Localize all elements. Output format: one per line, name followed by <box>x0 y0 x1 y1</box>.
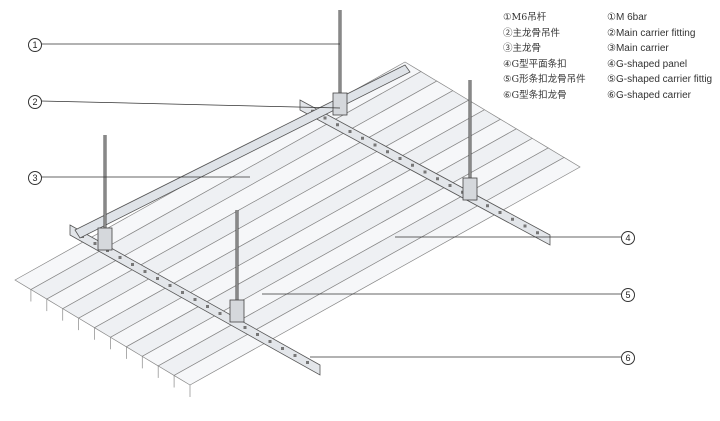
legend-english: ①M 6bar ②Main carrier fitting ③Main carr… <box>607 10 712 104</box>
carrier-slot <box>256 333 259 336</box>
carrier-slot <box>373 143 377 147</box>
legend-chinese: ①M6吊杆 ②主龙骨吊件 ③主龙骨 ④G型平面条扣 ⑤G形条扣龙骨吊件 ⑥G型条… <box>503 10 586 104</box>
main-carrier <box>74 64 411 239</box>
carrier-slot <box>131 263 134 266</box>
carrier-slot <box>348 130 352 133</box>
carrier-fitting <box>462 177 478 201</box>
callout-4: 4 <box>621 231 635 245</box>
legend-item: ①M 6bar <box>607 12 648 23</box>
carrier-slot <box>243 326 247 329</box>
legend-item: ②主龙骨吊件 <box>503 27 561 39</box>
callout-1: 1 <box>28 38 42 52</box>
carrier-slot <box>281 347 284 350</box>
carrier-slot <box>448 184 452 187</box>
carrier-slot <box>436 177 439 181</box>
carrier-slot <box>461 190 464 194</box>
g-shaped-panels <box>14 61 581 397</box>
carrier-slot <box>486 204 489 208</box>
legend-item: ④G型平面条扣 <box>503 58 567 70</box>
legend-item: ①M6吊杆 <box>503 12 547 23</box>
carrier-slot <box>218 312 222 315</box>
carrier-slot <box>181 291 184 294</box>
legend-item: ④G-shaped panel <box>607 58 688 70</box>
callout-5: 5 <box>621 288 635 302</box>
carrier-slot <box>511 217 514 221</box>
m6-rods <box>97 10 478 323</box>
carrier-slot <box>398 157 402 160</box>
carrier-slot <box>193 298 197 301</box>
carrier-slot <box>143 270 147 273</box>
carrier-slot <box>168 284 172 287</box>
legend-item: ③主龙骨 <box>503 43 542 55</box>
carrier-slot <box>306 361 309 364</box>
carrier-slot <box>206 305 209 308</box>
leader-line <box>40 100 341 109</box>
panel-strip <box>173 157 581 386</box>
carrier-slot <box>386 150 389 154</box>
callout-6: 6 <box>621 351 635 365</box>
callout-3: 3 <box>28 171 42 185</box>
legend-item: ⑥G-shaped carrier <box>607 89 691 101</box>
carrier-fitting <box>229 299 245 323</box>
carrier-fitting <box>332 92 348 116</box>
leader-lines <box>40 43 621 358</box>
carrier-slot <box>106 249 109 252</box>
carrier-slot <box>411 163 414 167</box>
carrier-fitting <box>97 227 113 251</box>
carrier-slot <box>156 277 159 280</box>
legend-item: ③Main carrier <box>607 43 669 55</box>
carrier-slot <box>323 116 327 120</box>
carrier-slot <box>536 231 539 235</box>
callout-2: 2 <box>28 95 42 109</box>
legend-item: ②Main carrier fitting <box>607 27 696 39</box>
carrier-slot <box>293 354 297 357</box>
carrier-slot <box>268 340 272 343</box>
carrier-slot <box>498 211 502 214</box>
legend-item: ⑥G型条扣龙骨 <box>503 89 567 101</box>
carrier-slot <box>523 224 527 228</box>
carrier-slot <box>336 123 339 127</box>
legend-item: ⑤G-shaped carrier fittig <box>607 74 713 86</box>
carrier-slot <box>423 170 427 174</box>
carrier-slot <box>361 136 364 140</box>
carrier-slot <box>93 242 97 245</box>
g-shaped-carriers <box>69 64 551 376</box>
carrier-slot <box>118 256 122 259</box>
legend-item: ⑤G形条扣龙骨吊件 <box>503 74 586 86</box>
